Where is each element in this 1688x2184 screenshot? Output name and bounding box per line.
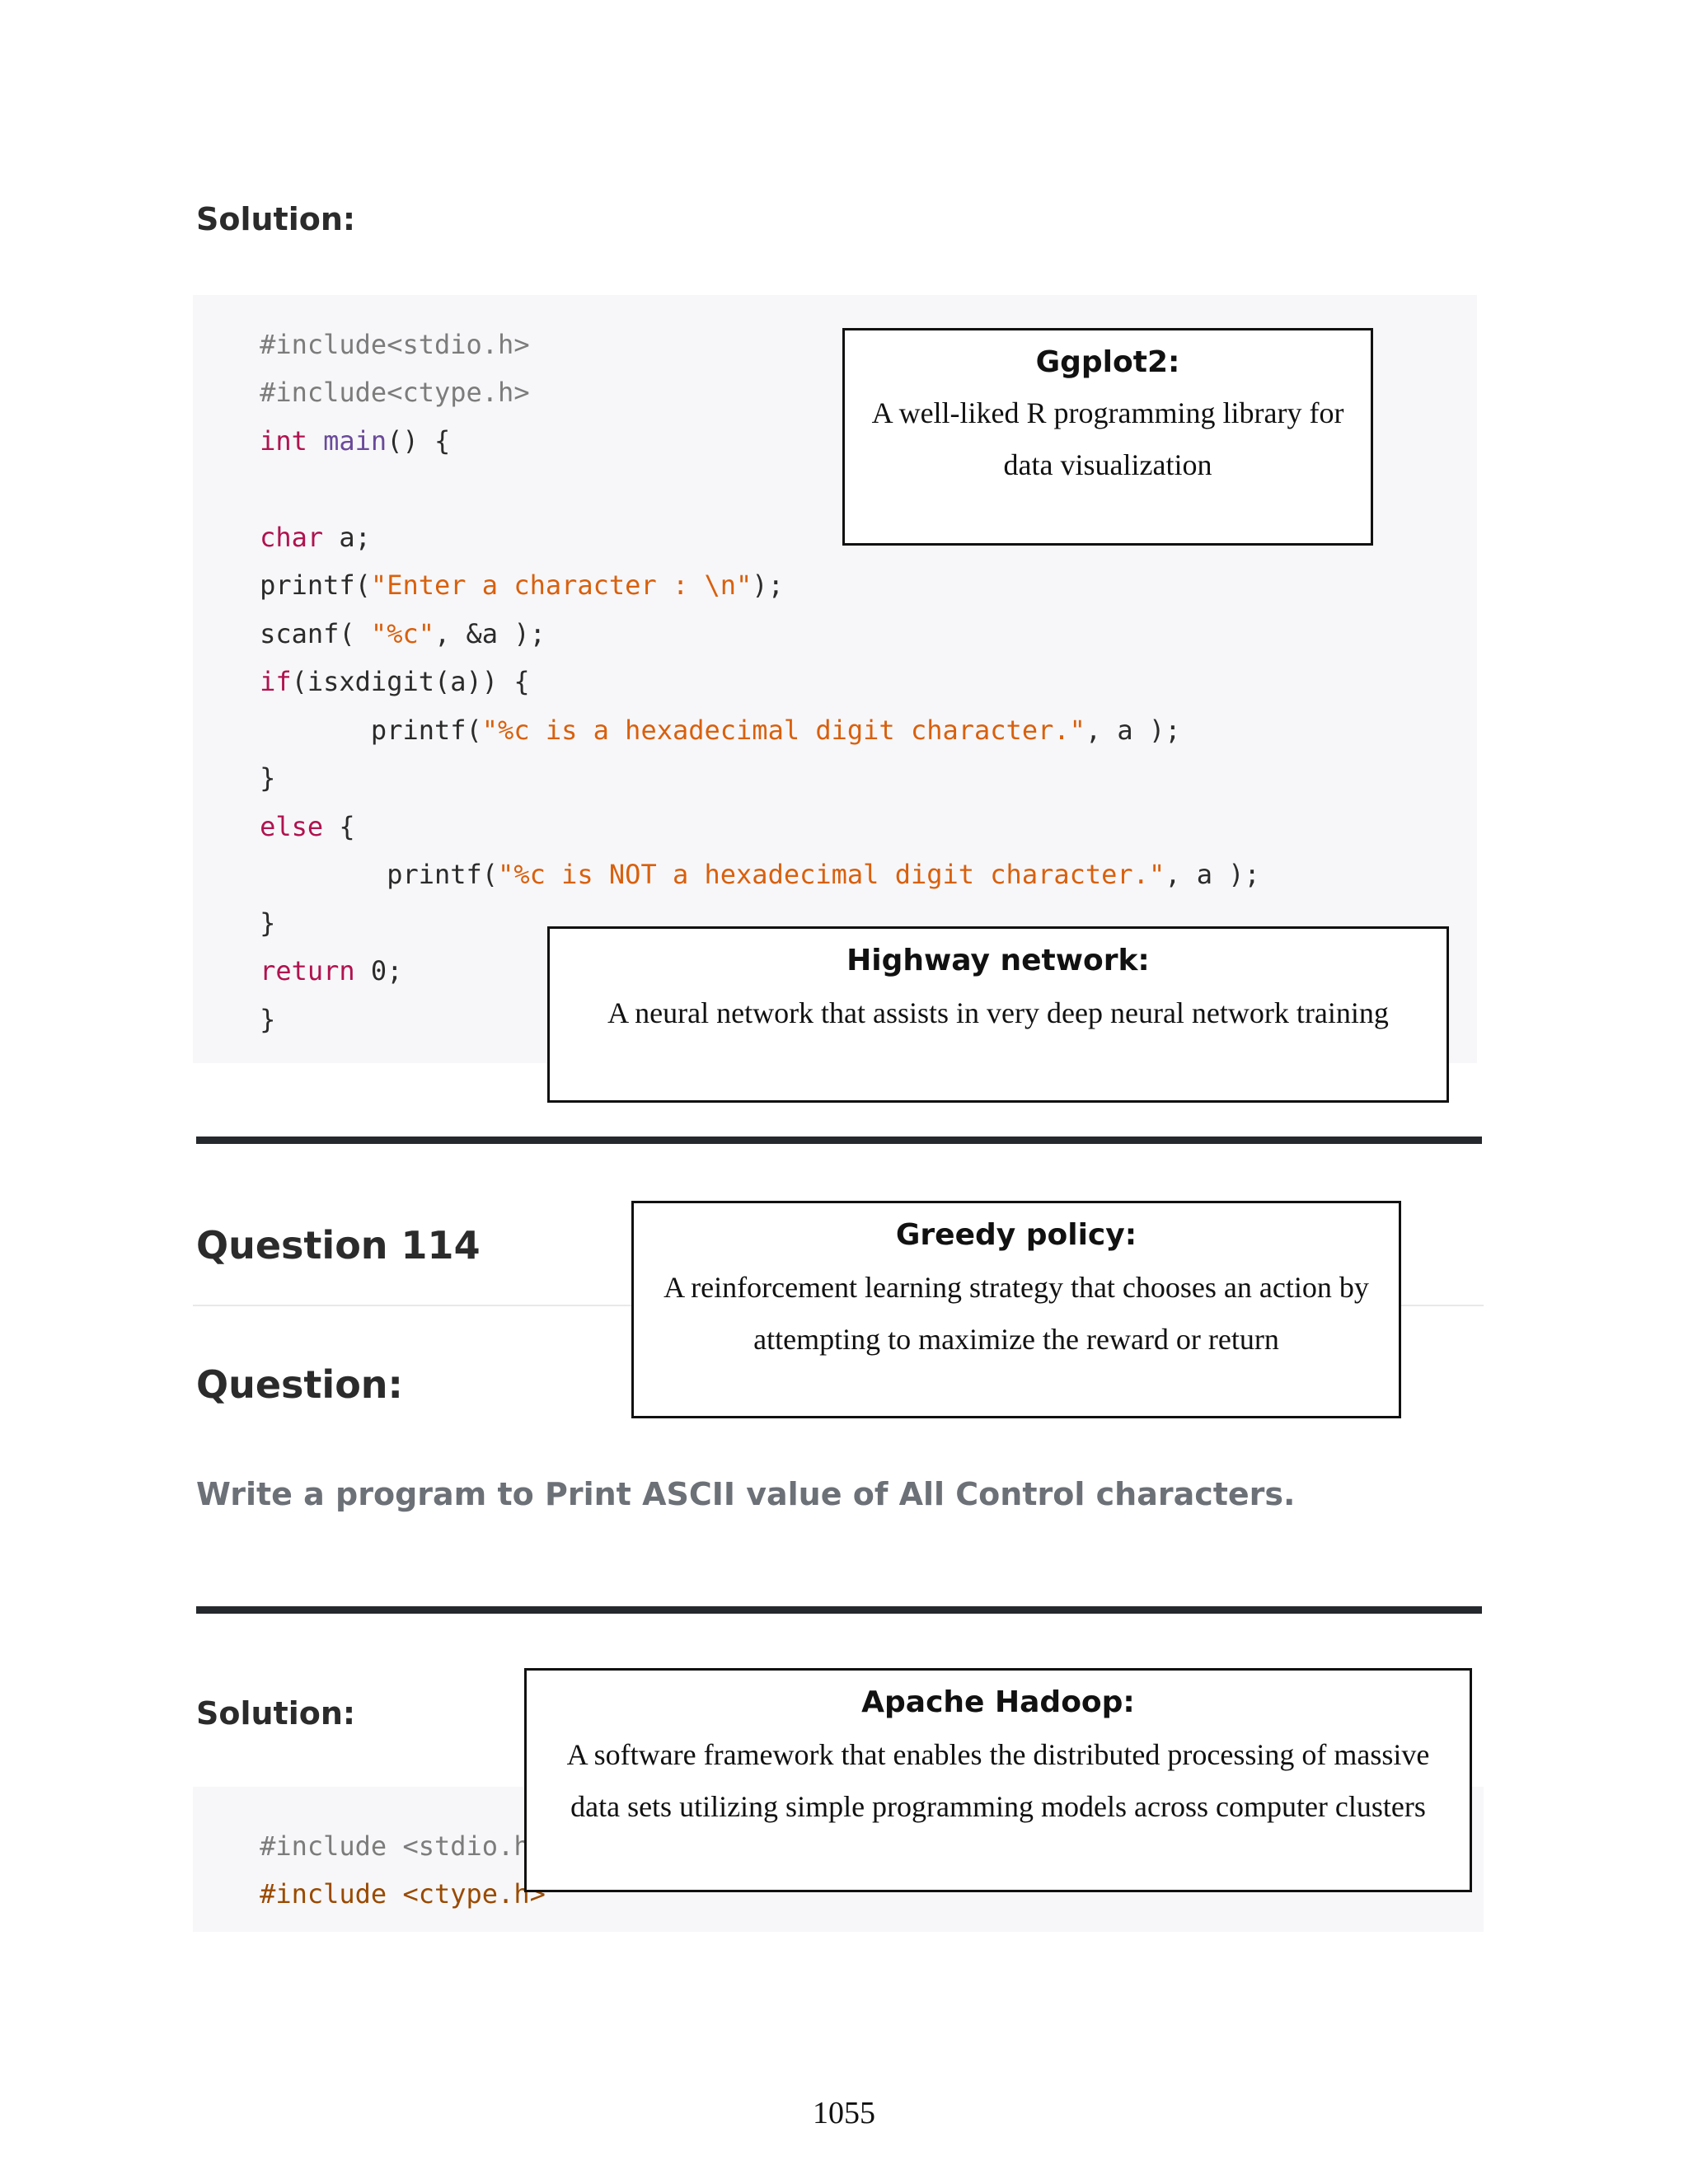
code-line-3: int main() {: [260, 425, 451, 457]
term-title: Ggplot2:: [1035, 345, 1180, 379]
term-box-highway-network: Highway network: A neural network that a…: [547, 926, 1449, 1103]
code-line-1: #include<stdio.h>: [260, 329, 530, 360]
question-text: Write a program to Print ASCII value of …: [196, 1476, 1296, 1512]
term-definition: A reinforcement learning strategy that c…: [663, 1271, 1369, 1356]
page-number: 1055: [813, 2096, 875, 2130]
term-definition: A neural network that assists in very de…: [607, 996, 1389, 1029]
term-box-ggplot2: Ggplot2: A well-liked R programming libr…: [842, 328, 1373, 546]
code-line-12: printf("%c is NOT a hexadecimal digit ch…: [260, 859, 1260, 890]
term-box-greedy-policy: Greedy policy: A reinforcement learning …: [631, 1201, 1401, 1418]
code-line-7: scanf( "%c", &a );: [260, 618, 546, 649]
section-divider: [196, 1606, 1482, 1614]
term-definition: A software framework that enables the di…: [566, 1738, 1430, 1823]
section-divider: [196, 1137, 1482, 1144]
code-line-8: if(isxdigit(a)) {: [260, 666, 530, 697]
code-line-14: return 0;: [260, 955, 403, 987]
code-line-9: printf("%c is a hexadecimal digit charac…: [260, 715, 1181, 746]
code-line-10: }: [260, 762, 276, 794]
code-line-2: #include<ctype.h>: [260, 377, 530, 408]
term-title: Highway network:: [846, 944, 1150, 977]
term-definition: A well-liked R programming library for d…: [871, 396, 1344, 481]
code-line-15: }: [260, 1004, 276, 1035]
term-box-apache-hadoop: Apache Hadoop: A software framework that…: [524, 1668, 1472, 1892]
term-title: Greedy policy:: [895, 1218, 1137, 1252]
code-line-2: #include <ctype.h>: [260, 1878, 546, 1910]
code-line-13: }: [260, 907, 276, 939]
solution-heading: Solution:: [196, 201, 356, 237]
solution-heading: Solution:: [196, 1695, 356, 1732]
code-line-6: printf("Enter a character : \n");: [260, 569, 784, 601]
term-title: Apache Hadoop:: [861, 1685, 1135, 1719]
question-number-heading: Question 114: [196, 1223, 481, 1268]
code-line-11: else {: [260, 811, 355, 842]
code-line-5: char a;: [260, 522, 371, 553]
code-line-1: #include <stdio.h>: [260, 1830, 546, 1862]
question-heading: Question:: [196, 1362, 403, 1407]
